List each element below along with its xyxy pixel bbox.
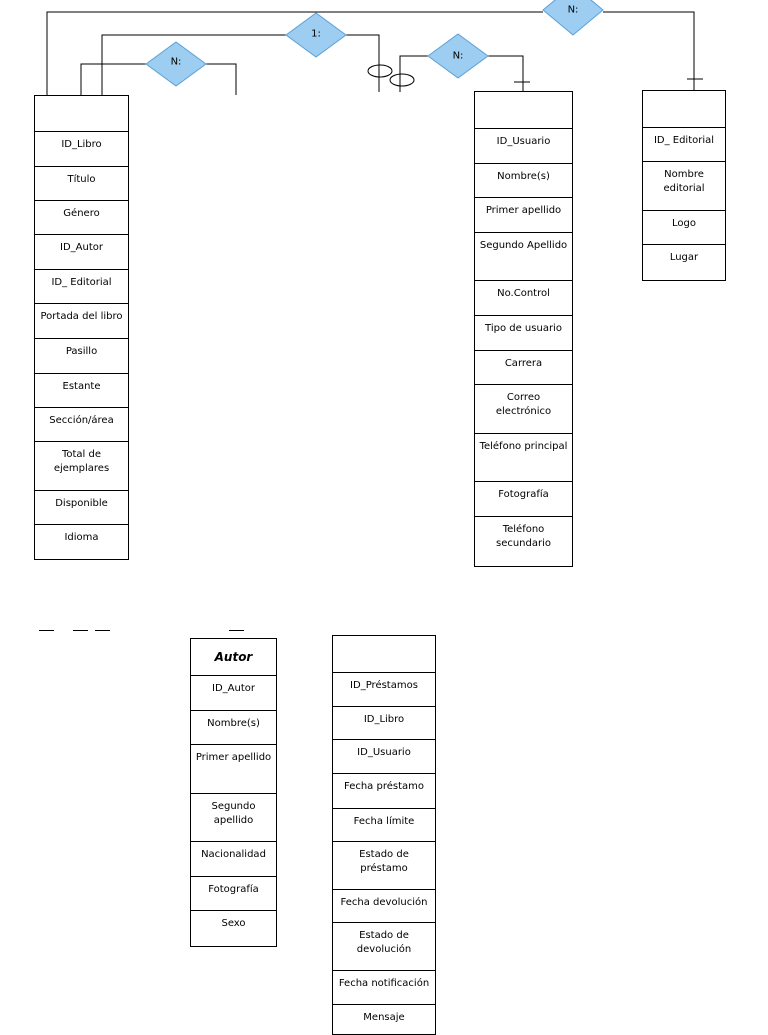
field-id-editorial: ID_ Editorial bbox=[35, 270, 128, 304]
connector-libro-usuario bbox=[101, 34, 286, 96]
dash-mark bbox=[95, 630, 110, 631]
field-id-libro: ID_Libro bbox=[35, 132, 128, 167]
entity-editorial-header bbox=[643, 91, 725, 128]
relationship-label-editorial: N: bbox=[567, 4, 579, 16]
field-idioma: Idioma bbox=[64, 532, 99, 543]
field-id-autor: ID_Autor bbox=[35, 235, 128, 270]
field-no-control: No.Control bbox=[475, 281, 572, 316]
field-titulo: Título bbox=[35, 167, 128, 201]
connector-libro-autor bbox=[80, 63, 146, 96]
field-fecha-devolucion: Fecha devolución bbox=[333, 890, 435, 923]
relationship-label-usuario: N: bbox=[452, 50, 464, 62]
entity-prestamos-header bbox=[333, 636, 435, 673]
optional-circle-2 bbox=[389, 73, 415, 87]
field-fotografia: Fotografía bbox=[475, 482, 572, 517]
field-fecha-notificacion: Fecha notificación bbox=[333, 971, 435, 1005]
field-segundo-apellido: Segundo Apellido bbox=[475, 233, 572, 281]
connector-editorial-diamond bbox=[603, 11, 695, 90]
field-sexo: Sexo bbox=[221, 918, 246, 929]
relationship-diamond-usuario-libro bbox=[285, 12, 347, 58]
field-estante: Estante bbox=[35, 374, 128, 408]
optional-circle-1 bbox=[367, 64, 393, 78]
field-fecha-prestamo: Fecha préstamo bbox=[333, 774, 435, 809]
field-id-libro: ID_Libro bbox=[333, 707, 435, 741]
dash-mark bbox=[229, 630, 244, 631]
field-total-ejemplares: Total de ejemplares bbox=[35, 442, 128, 491]
field-telefono-secundario: Teléfono secundario bbox=[495, 524, 552, 549]
connector-autor-end bbox=[206, 63, 237, 95]
field-id-autor: ID_Autor bbox=[191, 676, 276, 711]
field-nombre-editorial: Nombre editorial bbox=[643, 162, 725, 211]
connector-libro-editorial bbox=[46, 11, 543, 96]
field-id-editorial: ID_ Editorial bbox=[643, 128, 725, 162]
field-portada: Portada del libro bbox=[35, 304, 128, 339]
field-correo: Correo electrónico bbox=[475, 385, 572, 434]
entity-autor-header: Autor bbox=[191, 639, 276, 676]
field-logo: Logo bbox=[643, 211, 725, 245]
field-segundo-apellido: Segundo apellido bbox=[191, 794, 276, 842]
field-seccion: Sección/área bbox=[35, 408, 128, 442]
entity-libro-header bbox=[35, 96, 128, 132]
field-nombres: Nombre(s) bbox=[475, 164, 572, 198]
field-id-usuario: ID_Usuario bbox=[475, 129, 572, 164]
relationship-diamond-usuario bbox=[427, 33, 489, 79]
field-primer-apellido: Primer apellido bbox=[191, 745, 276, 794]
entity-prestamos: ID_Préstamos ID_Libro ID_Usuario Fecha p… bbox=[332, 635, 436, 1035]
field-telefono-principal: Teléfono principal bbox=[475, 434, 572, 482]
field-mensaje: Mensaje bbox=[363, 1011, 405, 1023]
entity-usuario-header bbox=[475, 92, 572, 129]
relationship-label-autor: N: bbox=[170, 56, 182, 68]
connector-usuario-left bbox=[399, 55, 428, 92]
field-disponible: Disponible bbox=[35, 491, 128, 525]
connector-usuario-right bbox=[488, 55, 524, 92]
dash-mark bbox=[39, 630, 54, 631]
field-genero: Género bbox=[35, 201, 128, 235]
field-nacionalidad: Nacionalidad bbox=[191, 842, 276, 877]
field-tipo-usuario: Tipo de usuario bbox=[475, 316, 572, 351]
connector-one-to-circle bbox=[346, 34, 380, 92]
field-fecha-limite: Fecha límite bbox=[333, 809, 435, 842]
entity-libro: ID_Libro Título Género ID_Autor ID_ Edit… bbox=[34, 95, 129, 560]
dash-mark bbox=[73, 630, 88, 631]
field-estado-prestamo: Estado de préstamo bbox=[333, 842, 435, 890]
relationship-diamond-autor bbox=[145, 41, 207, 87]
field-nombres: Nombre(s) bbox=[191, 711, 276, 745]
field-carrera: Carrera bbox=[475, 351, 572, 385]
field-fotografia: Fotografía bbox=[191, 877, 276, 911]
entity-autor: Autor ID_Autor Nombre(s) Primer apellido… bbox=[190, 638, 277, 947]
field-id-prestamos: ID_Préstamos bbox=[333, 673, 435, 708]
relationship-label-usuario-libro: 1: bbox=[311, 28, 321, 40]
field-primer-apellido: Primer apellido bbox=[475, 198, 572, 233]
field-id-usuario: ID_Usuario bbox=[333, 740, 435, 775]
relationship-diamond-editorial bbox=[542, 0, 604, 36]
field-pasillo: Pasillo bbox=[35, 339, 128, 374]
field-estado-devolucion: Estado de devolución bbox=[333, 923, 435, 971]
field-lugar: Lugar bbox=[669, 252, 699, 263]
entity-usuario: ID_Usuario Nombre(s) Primer apellido Seg… bbox=[474, 91, 573, 567]
entity-editorial: ID_ Editorial Nombre editorial Logo Luga… bbox=[642, 90, 726, 281]
